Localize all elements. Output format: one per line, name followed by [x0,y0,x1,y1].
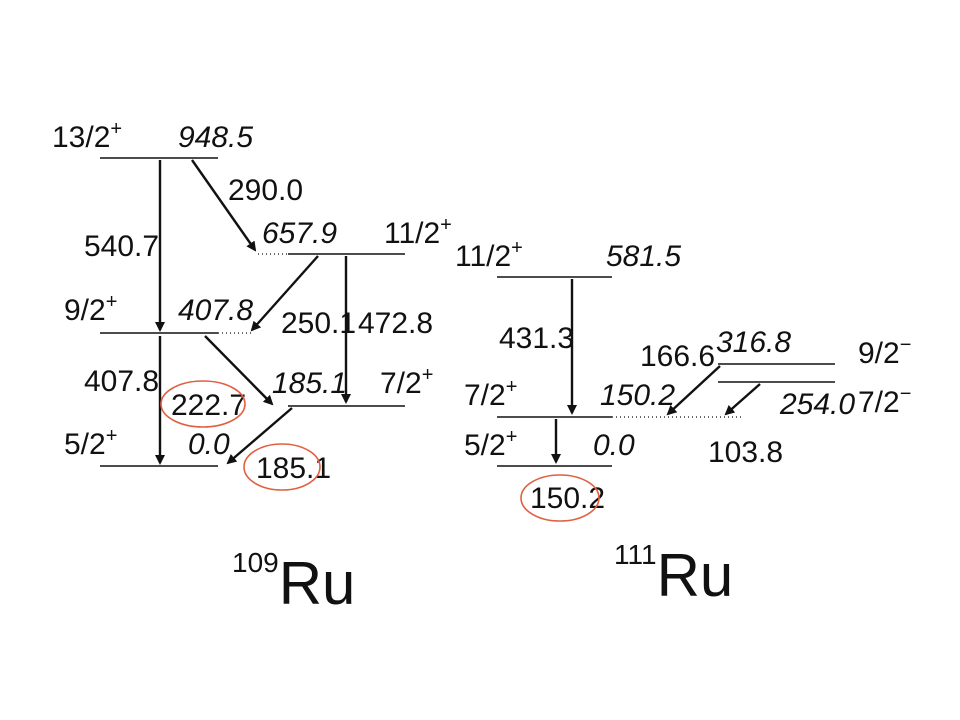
ru109-energy-407: 407.8 [178,294,253,327]
ru109-energy-657: 657.9 [262,217,337,250]
ru109-spin-13-2: 13/2+ [52,118,122,154]
ru111-nuclide-label: 111Ru [614,539,733,609]
ru109-gamma-407: 407.8 [84,365,159,398]
ru111-transition-103 [724,383,761,416]
ru109-spin-11-2: 11/2+ [384,214,452,250]
ru109-energy-0: 0.0 [188,428,230,461]
ru109-gamma-540: 540.7 [84,230,159,263]
ru109-transition-250 [250,255,319,332]
ru109-transition-222 [204,335,274,406]
ru111-spin-9-2: 9/2− [858,334,911,370]
ru109-gamma-250: 250.1 [281,307,356,340]
ru111-energy-0: 0.0 [593,429,635,462]
ru111-spin-5-2: 5/2+ [464,426,517,462]
ru111-transition-166 [666,365,721,416]
ru109-gamma-185: 185.1 [256,452,331,485]
ru109-transition-290 [191,159,257,252]
ru111-energy-316: 316.8 [716,326,791,359]
ru111-gamma-150: 150.2 [530,482,605,515]
ru109-energy-948: 948.5 [178,121,253,154]
ru109-scheme: 13/2+ 11/2+ 9/2+ 7/2+ 5/2+ 948.5 657.9 4… [52,118,452,617]
ru109-gamma-290: 290.0 [228,174,303,207]
ru109-gamma-472: 472.8 [358,307,433,340]
ru111-scheme: 11/2+ 9/2− 7/2− 7/2+ 5/2+ 581.5 316.8 25… [455,237,911,609]
ru111-spin-7-2-plus: 7/2+ [464,376,517,412]
ru109-gamma-222: 222.7 [171,389,246,422]
ru111-energy-254: 254.0 [779,388,855,421]
ru109-spin-5-2: 5/2+ [64,425,117,461]
ru109-transition-185 [226,407,293,465]
ru109-highlight-222 [160,380,246,428]
ru109-nuclide-label: 109Ru [232,547,355,617]
ru109-energy-185: 185.1 [272,367,347,400]
ru109-spin-9-2: 9/2+ [64,291,117,327]
ru111-gamma-103: 103.8 [708,436,783,469]
ru111-spin-7-2-minus: 7/2− [858,383,911,419]
ru111-energy-150: 150.2 [600,379,675,412]
ru109-highlight-185 [243,443,321,491]
ru111-spin-11-2: 11/2+ [455,237,523,273]
ru109-spin-7-2: 7/2+ [380,364,433,400]
ru111-energy-581: 581.5 [606,240,681,273]
ru111-highlight-150 [520,474,600,522]
ru111-gamma-166: 166.6 [640,340,715,373]
ru111-gamma-431: 431.3 [499,322,574,355]
